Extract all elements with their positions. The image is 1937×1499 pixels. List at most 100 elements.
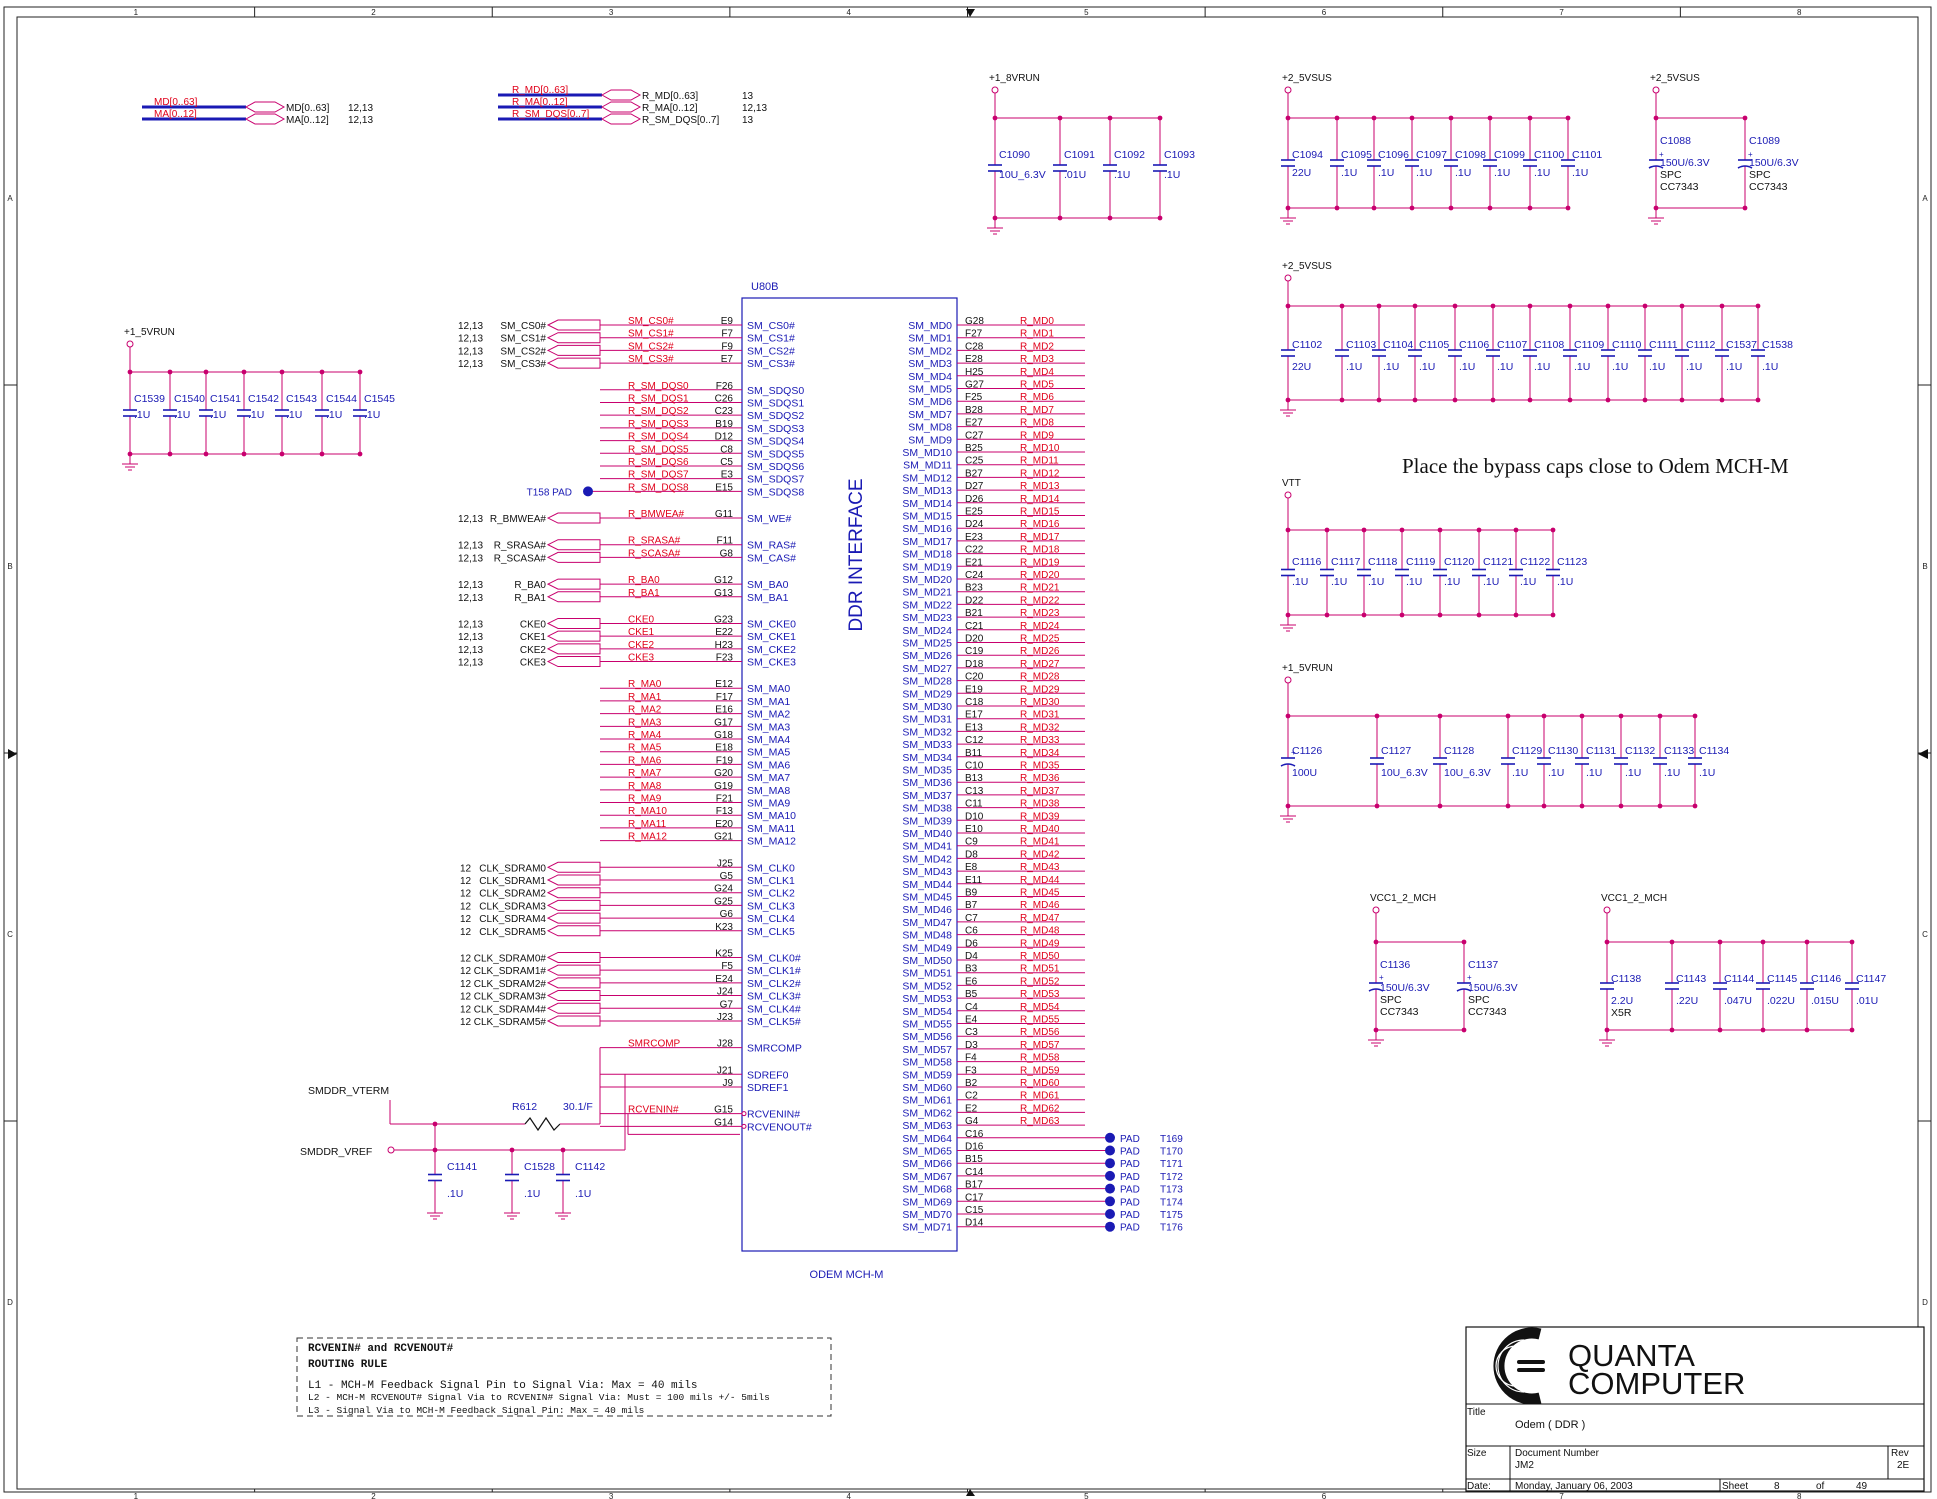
junction-dot — [1804, 939, 1810, 945]
pin-name: SM_MD65 — [902, 1146, 952, 1158]
ball-id: E7 — [721, 354, 734, 365]
ball-id: G21 — [714, 832, 733, 843]
pin-name: SM_MD60 — [902, 1082, 952, 1094]
ball-id: B21 — [965, 608, 983, 619]
net-name: R_BA1 — [628, 588, 660, 599]
capacitor-icon — [1715, 306, 1729, 400]
junction-dot — [279, 369, 285, 375]
capacitor-icon — [1688, 716, 1702, 806]
pin-name: SM_MD22 — [902, 599, 952, 611]
pad-label: PAD — [1120, 1223, 1140, 1234]
net-name: R_MA7 — [628, 768, 662, 779]
ball-id: F21 — [716, 794, 734, 805]
ball-id: G15 — [714, 1105, 733, 1116]
capacitor-icon — [1751, 306, 1765, 400]
pin-name: SM_MD46 — [902, 904, 952, 916]
bus-port-label: MA[0..12] — [286, 115, 329, 126]
signal-port-icon — [546, 319, 601, 331]
net-name: R_MD49 — [1020, 938, 1060, 949]
column-label: 2 — [371, 8, 376, 17]
pin-name: RCVENIN# — [747, 1109, 800, 1121]
ball-id: E18 — [715, 743, 733, 754]
junction-dot — [1755, 397, 1761, 403]
bypass-capacitors: +1_5VRUNC1539.1UC1540.1UC1541.1UC1542.1U… — [122, 73, 1886, 1047]
junction-dot — [1742, 115, 1748, 121]
port-signal-name: SM_CS3# — [500, 359, 546, 370]
port-signal-name: CLK_SDRAM0# — [474, 953, 547, 964]
pin-name: SM_RAS# — [747, 540, 796, 552]
capacitor-bank-7: +1_5VRUN+C1126100UC112710U_6.3VC112810U_… — [1280, 663, 1729, 823]
pin-name: SM_MD6 — [908, 396, 952, 408]
ball-id: G19 — [714, 781, 733, 792]
pad-label: PAD — [1120, 1185, 1140, 1196]
junction-dot — [1437, 803, 1443, 809]
cap-ref: C1110 — [1612, 339, 1642, 351]
junction-dot — [319, 451, 325, 457]
cap-value: 150U/6.3V — [1468, 982, 1518, 994]
pin-name: SM_CLK5 — [747, 926, 795, 938]
junction-dot — [1105, 1145, 1115, 1156]
ball-id: K25 — [715, 948, 733, 959]
ball-id: F26 — [716, 381, 734, 392]
junction-dot — [1285, 612, 1291, 618]
pin-name: SM_MA11 — [747, 823, 795, 835]
pin-name: SM_MA8 — [747, 785, 790, 797]
polarized-capacitor-icon: + — [1368, 942, 1384, 1030]
junction-dot — [319, 369, 325, 375]
cap-ref: C1137 — [1468, 959, 1498, 971]
column-label: 5 — [1084, 1492, 1089, 1499]
junction-dot — [1373, 1027, 1379, 1033]
port-sheet-ref: 12,13 — [458, 593, 483, 604]
company-name-line2: COMPUTER — [1568, 1366, 1745, 1401]
capacitor-icon — [1281, 306, 1295, 400]
title-value: Odem ( DDR ) — [1515, 1419, 1585, 1431]
signal-port-icon — [546, 617, 601, 629]
ball-id: B28 — [965, 405, 983, 416]
test-point-label: T170 — [1160, 1147, 1183, 1158]
port-sheet-ref: 12 — [460, 992, 472, 1003]
pin-name: SM_CKE0 — [747, 618, 796, 630]
pin-name: SM_CLK2# — [747, 978, 801, 990]
cap-value: .1U — [1383, 361, 1399, 373]
pin-name: SM_MD53 — [902, 993, 952, 1005]
ground-icon — [1280, 617, 1296, 632]
net-name: R_MD43 — [1020, 862, 1060, 873]
net-name: R_MD6 — [1020, 392, 1054, 403]
cap-value: .022U — [1767, 995, 1795, 1007]
cap-value: .1U — [1520, 576, 1536, 588]
pin-name: SM_MD20 — [902, 574, 952, 586]
net-name: R_MA0 — [628, 679, 662, 690]
ball-id: B23 — [965, 583, 983, 594]
pin-name: SM_MD48 — [902, 930, 952, 942]
junction-dot — [1461, 939, 1467, 945]
pin-terminal — [741, 1111, 747, 1117]
net-name: R_BMWEA# — [628, 509, 685, 520]
net-name: R_MD36 — [1020, 773, 1060, 784]
sheet-value: 8 — [1774, 1481, 1780, 1492]
port-sheet-ref: 12,13 — [458, 334, 483, 345]
bus-name: R_MA[0..12] — [512, 97, 568, 108]
port-signal-name: CLK_SDRAM3# — [474, 992, 547, 1003]
capacitor-icon — [1483, 118, 1497, 208]
ball-id: C10 — [965, 761, 984, 772]
cap-ref: C1528 — [524, 1161, 555, 1173]
junction-dot — [1565, 115, 1571, 121]
pin-name: SM_MD10 — [902, 447, 952, 459]
rail-name: +2_5VSUS — [1282, 261, 1332, 272]
cap-value: .047U — [1724, 995, 1752, 1007]
ball-id: G13 — [714, 588, 733, 599]
pin-name: SM_SDQS5 — [747, 448, 804, 460]
ball-id: G28 — [965, 316, 984, 327]
bypass-note: Place the bypass caps close to Odem MCH-… — [1402, 454, 1789, 478]
pin-name: SM_MD67 — [902, 1171, 952, 1183]
cap-ref: C1117 — [1331, 556, 1361, 568]
net-name: R_MA9 — [628, 794, 662, 805]
cap-ref: C1099 — [1494, 149, 1525, 161]
cap-ref: C1145 — [1767, 973, 1797, 985]
cap-value: .1U — [1114, 169, 1130, 181]
net-name: R_MD16 — [1020, 519, 1060, 530]
junction-dot — [1437, 527, 1443, 533]
pin-name: SM_MD33 — [902, 739, 952, 751]
cap-value: .1U — [1494, 167, 1510, 179]
cap-ref: C1544 — [326, 393, 357, 405]
